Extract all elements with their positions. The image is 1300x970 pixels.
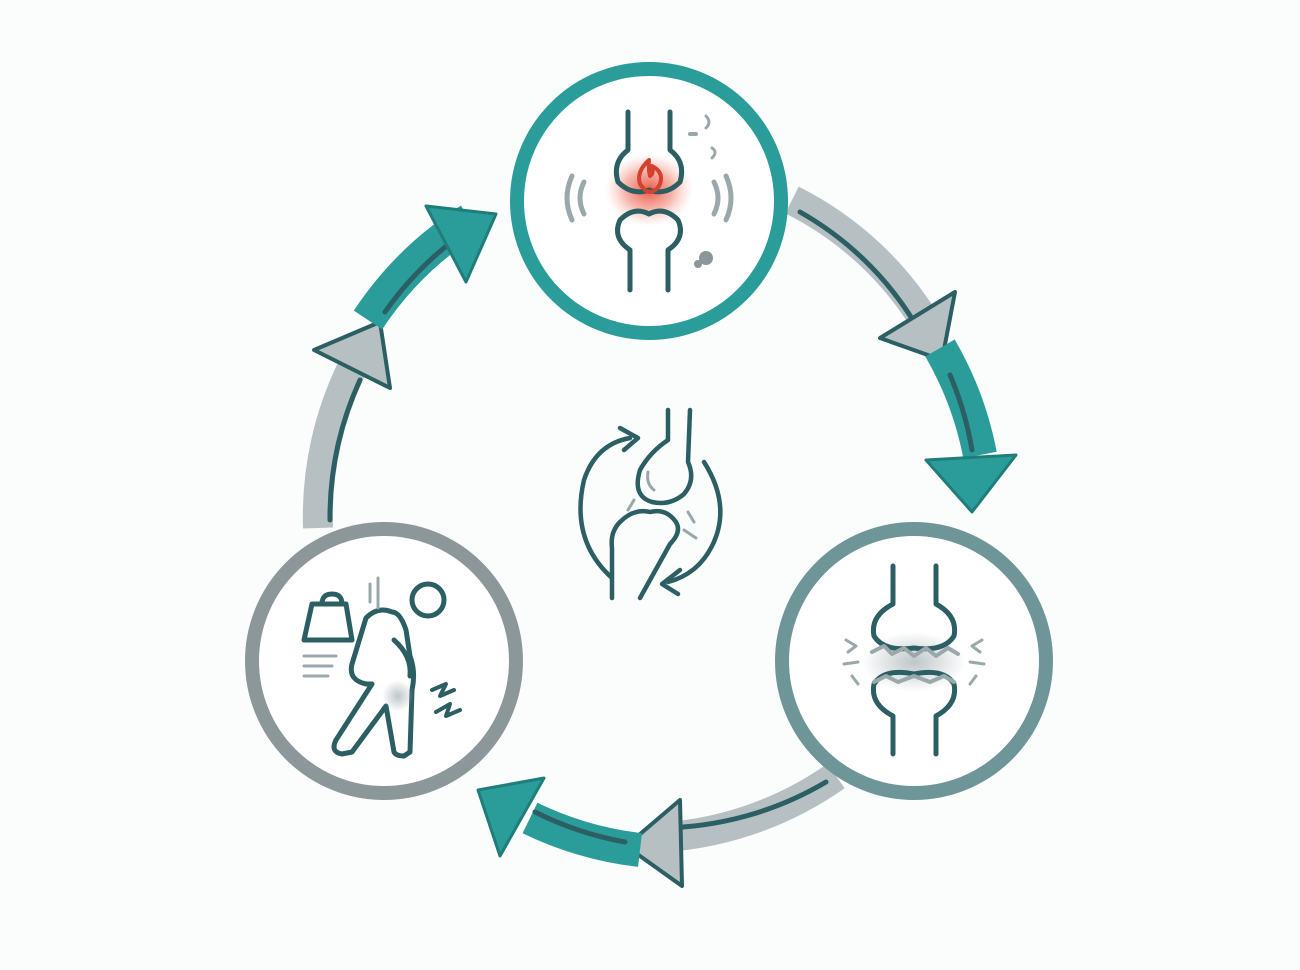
node-inflammation (510, 62, 788, 340)
node-pain-strain (245, 522, 523, 800)
pain-to-inflammation-arrow (302, 204, 498, 529)
damage-to-pain-arrow (476, 763, 845, 888)
node-cartilage-damage (775, 522, 1053, 800)
joint-cycle-icon (578, 407, 723, 601)
worn-cartilage-joint-icon (842, 563, 986, 757)
person-lifting-knee-pain-icon (301, 576, 462, 759)
inflamed-joint-icon (564, 109, 734, 293)
inflammation-to-damage-arrow (785, 186, 1018, 514)
